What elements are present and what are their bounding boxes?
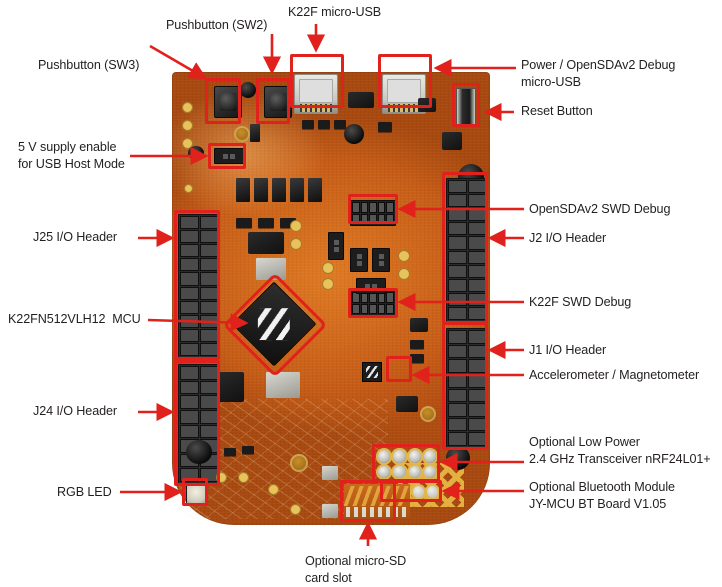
via-pad xyxy=(322,278,334,290)
callout-j1-io-header: J1 I/O Header xyxy=(529,343,607,357)
capacitor xyxy=(308,178,322,202)
resistor xyxy=(258,218,274,228)
ic-small xyxy=(410,318,428,332)
five-volt-supply-jumper[interactable] xyxy=(214,148,244,164)
via-pad xyxy=(290,238,302,250)
callout-k22f-swd: K22F SWD Debug xyxy=(529,295,632,309)
via-pad xyxy=(182,138,193,149)
j25-io-header[interactable] xyxy=(178,214,220,358)
j2-io-header[interactable] xyxy=(446,178,488,322)
callout-pushbutton-sw3: Pushbutton (SW3) xyxy=(38,58,140,72)
mounting-ring xyxy=(420,406,436,422)
resistor xyxy=(318,120,330,129)
pushbutton-sw3[interactable] xyxy=(214,86,242,118)
callout-k22f-micro-usb: K22F micro-USB xyxy=(288,5,382,19)
box-pushbutton-sw3 xyxy=(205,78,241,124)
round-pad xyxy=(240,82,256,98)
callout-j2-io-header: J2 I/O Header xyxy=(529,231,607,245)
resistor xyxy=(302,120,314,129)
jumper[interactable] xyxy=(372,248,390,272)
via-pad xyxy=(398,268,410,280)
callout-5v-supply: 5 V supply enable for USB Host Mode xyxy=(18,140,125,171)
ic-small xyxy=(322,504,338,518)
box-nrf xyxy=(372,444,440,482)
box-pushbutton-sw2 xyxy=(256,78,290,124)
box-rgb-led xyxy=(182,478,208,506)
mounting-ring xyxy=(234,126,250,142)
resistor xyxy=(224,448,236,456)
round-pad xyxy=(186,440,212,464)
box-j24 xyxy=(174,360,220,486)
ic-small xyxy=(442,132,462,150)
capacitor xyxy=(290,178,304,202)
ic-small xyxy=(348,92,374,108)
callout-rgb-led: RGB LED xyxy=(57,485,112,499)
via-pad xyxy=(290,504,301,515)
resistor xyxy=(334,120,346,129)
callout-opensda-swd: OpenSDAv2 SWD Debug xyxy=(529,202,671,216)
via-pad xyxy=(398,250,410,262)
callout-nrf-transceiver: Optional Low Power 2.4 GHz Transceiver n… xyxy=(529,435,711,466)
box-5v-jumper xyxy=(208,143,246,169)
box-bluetooth xyxy=(380,480,442,502)
callout-mcu: K22FN512VLH12 MCU xyxy=(8,312,141,326)
j1-io-header[interactable] xyxy=(446,328,488,448)
frdm-k22f-board xyxy=(172,72,490,525)
box-j1 xyxy=(442,322,488,450)
round-pad xyxy=(188,146,204,160)
accelerometer-magnetometer-chip xyxy=(362,362,382,382)
capacitor xyxy=(272,178,286,202)
resistor xyxy=(378,122,392,132)
via-pad xyxy=(182,120,193,131)
callout-pushbutton-sw2: Pushbutton (SW2) xyxy=(166,18,268,32)
crystal-oscillator xyxy=(256,258,286,280)
via-pad xyxy=(268,484,279,495)
callout-micro-sd-slot: Optional micro-SD card slot xyxy=(305,554,407,585)
nrf24l01-footprint[interactable] xyxy=(378,450,436,478)
via-pad xyxy=(184,184,193,193)
box-j25 xyxy=(174,210,220,360)
jumper[interactable] xyxy=(328,232,344,260)
resistor xyxy=(280,218,296,228)
box-opensda-swd xyxy=(348,194,398,224)
ic-small xyxy=(322,466,338,480)
capacitor xyxy=(254,178,268,202)
capacitor xyxy=(250,124,260,142)
callout-bluetooth-module: Optional Bluetooth Module JY-MCU BT Boar… xyxy=(529,480,675,511)
box-accelerometer xyxy=(386,356,412,382)
via-pad xyxy=(216,472,227,483)
ic-small xyxy=(396,396,418,412)
crystal-oscillator xyxy=(266,372,300,398)
capacitor xyxy=(236,178,250,202)
resistor xyxy=(242,446,254,454)
via-pad xyxy=(290,220,302,232)
resistor xyxy=(236,218,252,228)
box-reset-button xyxy=(452,83,480,127)
callout-j25-io-header: J25 I/O Header xyxy=(33,230,118,244)
mounting-ring xyxy=(290,454,308,472)
resistor xyxy=(410,340,424,349)
callout-power-opensda-usb: Power / OpenSDAv2 Debug micro-USB xyxy=(521,58,676,89)
box-j2 xyxy=(442,172,488,324)
resistor xyxy=(410,354,424,363)
box-k22f-swd xyxy=(348,288,398,318)
box-power-usb xyxy=(378,54,432,108)
callout-reset-button: Reset Button xyxy=(521,104,593,118)
via-pad xyxy=(238,472,249,483)
j24-io-header[interactable] xyxy=(178,364,220,484)
callout-accelerometer: Accelerometer / Magnetometer xyxy=(529,368,700,382)
via-pad xyxy=(182,102,193,113)
ic-regulator xyxy=(248,232,284,254)
inductor xyxy=(344,124,364,144)
via-pad xyxy=(322,262,334,274)
jumper[interactable] xyxy=(350,248,368,272)
box-k22f-micro-usb xyxy=(290,54,344,108)
box-microsd xyxy=(340,480,396,522)
callout-j24-io-header: J24 I/O Header xyxy=(33,404,118,418)
